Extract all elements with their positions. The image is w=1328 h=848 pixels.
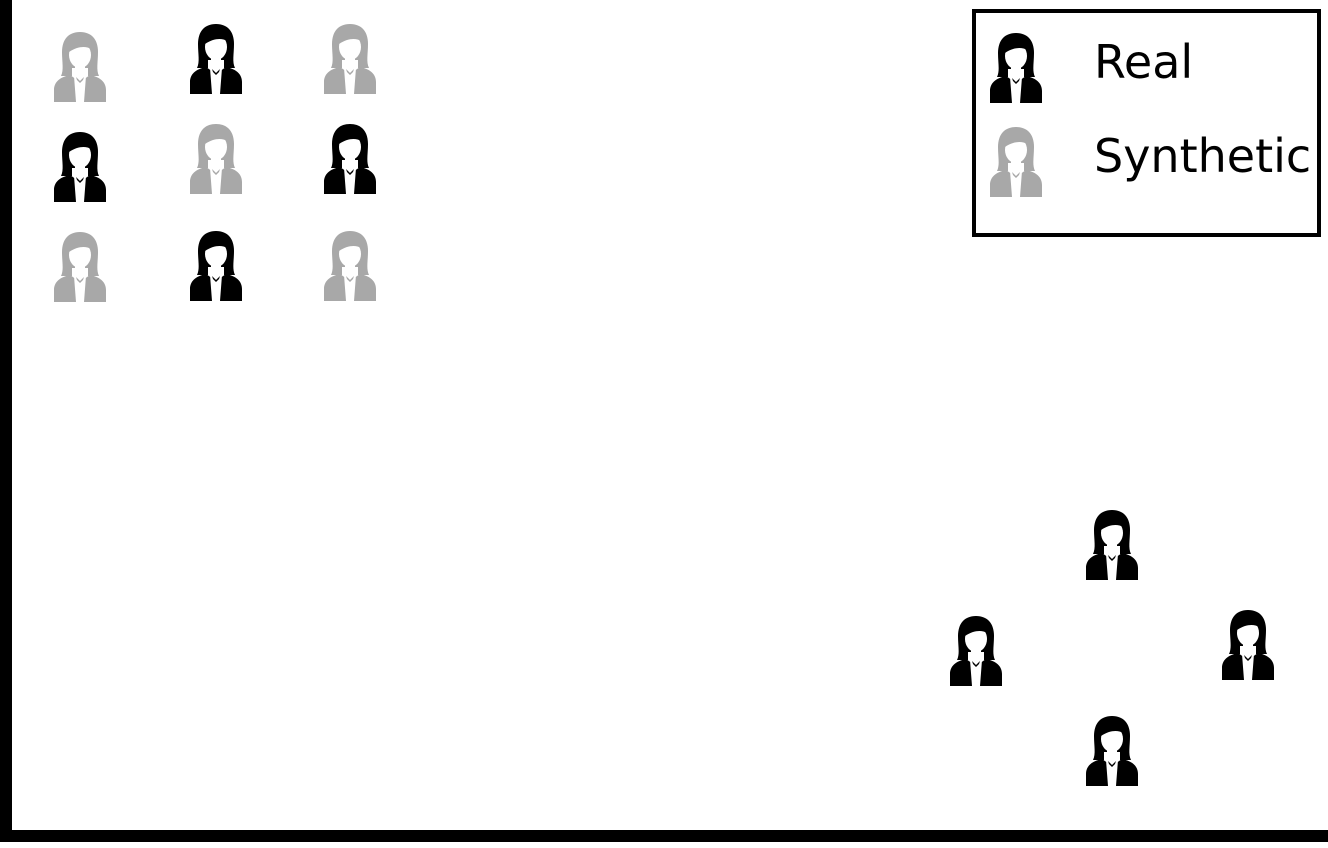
person-icon-synthetic: [186, 122, 246, 194]
person-icon-synthetic: [320, 229, 380, 301]
person-icon-real: [186, 229, 246, 301]
person-icon-real: [946, 614, 1006, 686]
person-icon-synthetic: [50, 30, 110, 102]
person-icon-real: [1082, 508, 1142, 580]
person-icon-synthetic: [320, 22, 380, 94]
legend-label-synthetic: Synthetic: [1094, 129, 1312, 183]
legend-item-synthetic: Synthetic: [986, 121, 1311, 201]
person-icon: [986, 31, 1046, 103]
person-icon-real: [1082, 714, 1142, 786]
person-icon-real: [186, 22, 246, 94]
person-icon-real: [50, 130, 110, 202]
person-icon-real: [320, 122, 380, 194]
person-icon-synthetic: [50, 230, 110, 302]
legend-label-real: Real: [1094, 35, 1194, 89]
x-axis-line: [0, 830, 1328, 842]
person-icon-real: [1218, 608, 1278, 680]
y-axis-line: [0, 0, 12, 842]
legend: Real Synthetic: [972, 9, 1321, 237]
person-icon: [986, 125, 1046, 197]
legend-item-real: Real: [986, 27, 1193, 107]
